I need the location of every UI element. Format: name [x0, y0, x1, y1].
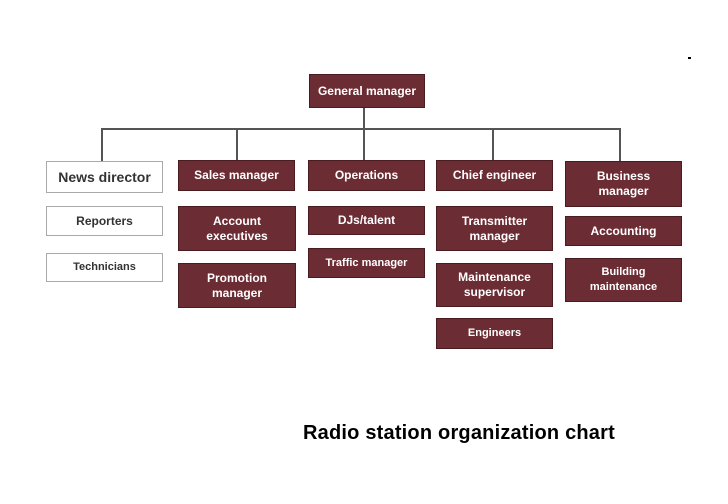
node-djs-talent: DJs/talent	[308, 206, 425, 235]
node-operations: Operations	[308, 160, 425, 191]
connector-horizontal-bar	[101, 128, 621, 130]
connector-sales-manager	[236, 128, 238, 160]
node-news-director: News director	[46, 161, 163, 193]
node-account-executives: Account executives	[178, 206, 296, 251]
node-maintenance-supervisor: Maintenance supervisor	[436, 263, 553, 307]
node-sales-manager: Sales manager	[178, 160, 295, 191]
node-transmitter-manager: Transmitter manager	[436, 206, 553, 251]
node-technicians: Technicians	[46, 253, 163, 282]
stray-mark	[688, 57, 691, 59]
node-engineers: Engineers	[436, 318, 553, 349]
node-traffic-manager: Traffic manager	[308, 248, 425, 278]
node-business-manager: Business manager	[565, 161, 682, 207]
node-reporters: Reporters	[46, 206, 163, 236]
connector-gm-down	[363, 108, 365, 130]
connector-news-director	[101, 128, 103, 161]
node-accounting: Accounting	[565, 216, 682, 246]
node-chief-engineer: Chief engineer	[436, 160, 553, 191]
node-promotion-manager: Promotion manager	[178, 263, 296, 308]
connector-operations	[363, 128, 365, 160]
connector-business-manager	[619, 128, 621, 161]
node-building-maintenance: Building maintenance	[565, 258, 682, 302]
node-general-manager: General manager	[309, 74, 425, 108]
connector-chief-engineer	[492, 128, 494, 160]
chart-caption: Radio station organization chart	[303, 422, 615, 444]
